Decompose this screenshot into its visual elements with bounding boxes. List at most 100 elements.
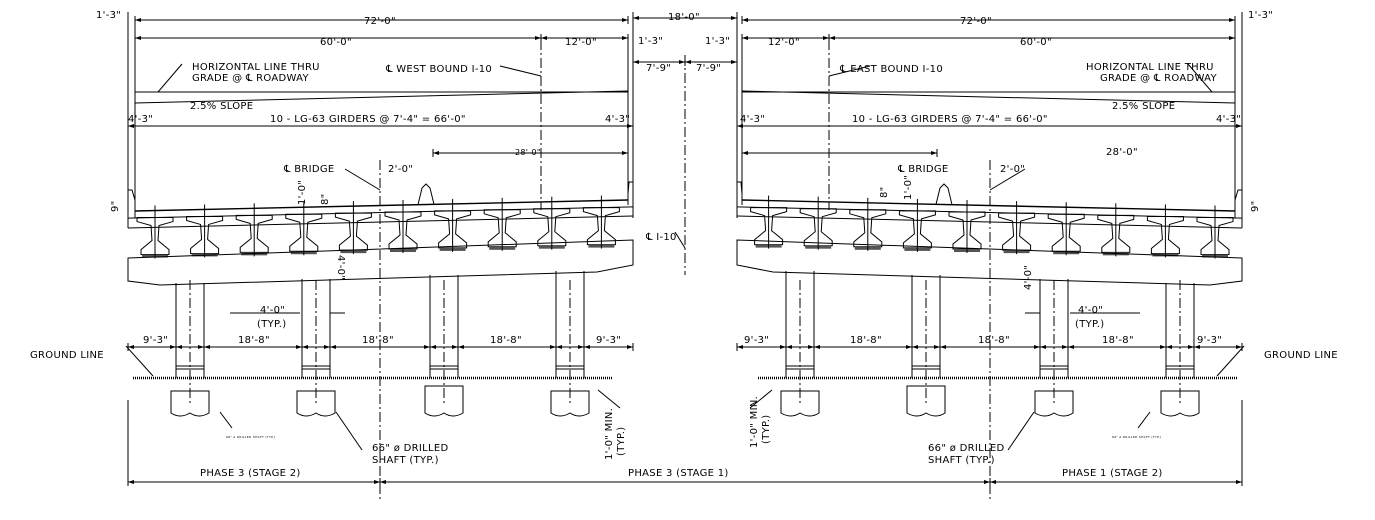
- dim-slab-east: 1'-0": [903, 175, 914, 200]
- barrier: [1234, 189, 1243, 228]
- drilled-shaft: [906, 385, 946, 417]
- girder: [483, 209, 521, 248]
- dim-median: 18'-0": [668, 12, 700, 23]
- girder: [235, 214, 273, 253]
- dim-cap-depth-west: 4'-0": [335, 255, 346, 280]
- dim-min-embed-west: 1'-0" MIN.: [604, 408, 615, 460]
- label-westbound-cl: ℄ WEST BOUND I-10: [385, 64, 492, 75]
- dim-girders-east: 10 - LG-63 GIRDERS @ 7'-4" = 66'-0": [852, 114, 1048, 125]
- dim-median-overhang-right: 1'-3": [705, 36, 730, 47]
- leader-line: [125, 345, 154, 377]
- dim-girders-west: 10 - LG-63 GIRDERS @ 7'-4" = 66'-0": [270, 114, 466, 125]
- leader-line: [749, 389, 773, 409]
- label-cl-bridge-east: ℄ BRIDGE: [897, 164, 949, 175]
- label-cl-i10: ℄ I-10: [645, 232, 677, 243]
- dim-span-end-span: 9'-3": [596, 335, 621, 346]
- dim-roadway-west: 60'-0": [320, 37, 352, 48]
- dim-top-total-west: 72'-0": [364, 16, 396, 27]
- dim-slab-west: 1'-0": [297, 180, 308, 205]
- dimension-arrow: [430, 345, 458, 349]
- slope-line: [741, 90, 1236, 104]
- dim-shoulder-east: 12'-0": [768, 37, 800, 48]
- barrier: [736, 181, 743, 218]
- girder: [948, 211, 986, 250]
- dim-top-total-east: 72'-0": [960, 16, 992, 27]
- eastbound-bridge-geometry: [736, 12, 1245, 500]
- dim-overhang-left: 1'-3": [96, 10, 121, 21]
- dim-span-column-spacing: 18'-8": [1102, 335, 1134, 346]
- dim-girder-edge-east-l: 4'-3": [740, 114, 765, 125]
- deck-top: [741, 199, 1236, 212]
- girder: [334, 212, 372, 251]
- label-shaft-west-2: SHAFT (TYP.): [372, 455, 439, 466]
- pier-cap: [127, 239, 634, 286]
- dim-span-column-spacing: 18'-8": [490, 335, 522, 346]
- phase-label-2: PHASE 3 (STAGE 1): [628, 468, 729, 479]
- label-horizontal-line-east: HORIZONTAL LINE THRU: [1086, 62, 1214, 73]
- label-horizontal-line-west: HORIZONTAL LINE THRU: [192, 62, 320, 73]
- label-grade-west: GRADE @ ℄ ROADWAY: [192, 73, 309, 84]
- leader-line: [1187, 63, 1213, 93]
- label-slope-east: 2.5% SLOPE: [1112, 101, 1175, 112]
- dim-min-embed-east: 1'-0" MIN.: [749, 396, 760, 448]
- westbound-bridge-geometry: [125, 12, 634, 500]
- dim-haunch-east: 9": [1250, 200, 1261, 212]
- girder: [434, 210, 472, 249]
- leader-line: [335, 411, 363, 451]
- label-shaft-east-2: SHAFT (TYP.): [928, 455, 995, 466]
- deck-bottom: [736, 206, 1243, 219]
- median-barrier: [935, 183, 953, 205]
- dim-roadway-east: 60'-0": [1020, 37, 1052, 48]
- barrier: [127, 189, 136, 228]
- pier-cap: [736, 239, 1243, 286]
- deck-top: [134, 199, 629, 212]
- drilled-shaft: [296, 390, 336, 417]
- dim-barrier-offset-east: 2'-0": [1000, 164, 1025, 175]
- leader-line: [674, 231, 686, 249]
- dim-min-typ-west: (TYP.): [616, 427, 627, 456]
- drilled-shaft: [1034, 390, 1074, 417]
- dim-girder-edge-east-r: 4'-3": [1216, 114, 1241, 125]
- leader-line: [1137, 411, 1151, 429]
- dimension-arrow: [1166, 345, 1194, 349]
- girder: [136, 217, 174, 256]
- girder: [186, 215, 224, 254]
- dimension-arrow: [584, 345, 633, 349]
- girder: [1196, 217, 1234, 256]
- dim-median-half-left: 7'-9": [646, 63, 671, 74]
- leader-line: [344, 168, 381, 191]
- dim-barrier-offset-west: 2'-0": [388, 164, 413, 175]
- dim-column-dia-west: 4'-0": [260, 305, 285, 316]
- dimension-arrow: [737, 345, 786, 349]
- leader-line: [1216, 345, 1245, 377]
- dimension-arrow: [786, 345, 814, 349]
- label-shaft-small-west: 66" ø DRILLED SHAFT (TYP.): [226, 435, 276, 439]
- leader-line: [499, 65, 542, 77]
- dim-span-column-spacing: 18'-8": [978, 335, 1010, 346]
- dim-span-column-spacing: 18'-8": [238, 335, 270, 346]
- girder: [1097, 214, 1135, 253]
- label-ground-west: GROUND LINE: [30, 350, 104, 361]
- dim-span-column-spacing: 18'-8": [850, 335, 882, 346]
- dim-cap-depth-east: 4'-0": [1023, 265, 1034, 290]
- label-shaft-small-east: 66" ø DRILLED SHAFT (TYP.): [1112, 435, 1162, 439]
- dimension-arrow: [685, 60, 737, 64]
- phase-label-1: PHASE 3 (STAGE 2): [200, 468, 301, 479]
- drilled-shaft: [780, 390, 820, 417]
- label-shaft-east-1: 66" ø DRILLED: [928, 443, 1004, 454]
- dim-lane-width-east: 28'-0": [1106, 147, 1138, 158]
- dimension-arrow: [633, 60, 685, 64]
- median-barrier: [417, 183, 435, 205]
- dim-overhang-right: 1'-3": [1248, 10, 1273, 21]
- label-slope-west: 2.5% SLOPE: [190, 101, 253, 112]
- label-cl-bridge-west: ℄ BRIDGE: [283, 164, 335, 175]
- dim-span-end-span: 9'-3": [1197, 335, 1222, 346]
- drilled-shaft: [550, 390, 590, 417]
- dim-median-overhang-left: 1'-3": [638, 36, 663, 47]
- dimension-arrow: [912, 345, 940, 349]
- label-grade-east: GRADE @ ℄ ROADWAY: [1100, 73, 1217, 84]
- dim-lane-width-west: 28'-0": [515, 148, 541, 157]
- dimension-arrow: [176, 345, 204, 349]
- girder: [533, 208, 571, 247]
- leader-line: [828, 65, 871, 77]
